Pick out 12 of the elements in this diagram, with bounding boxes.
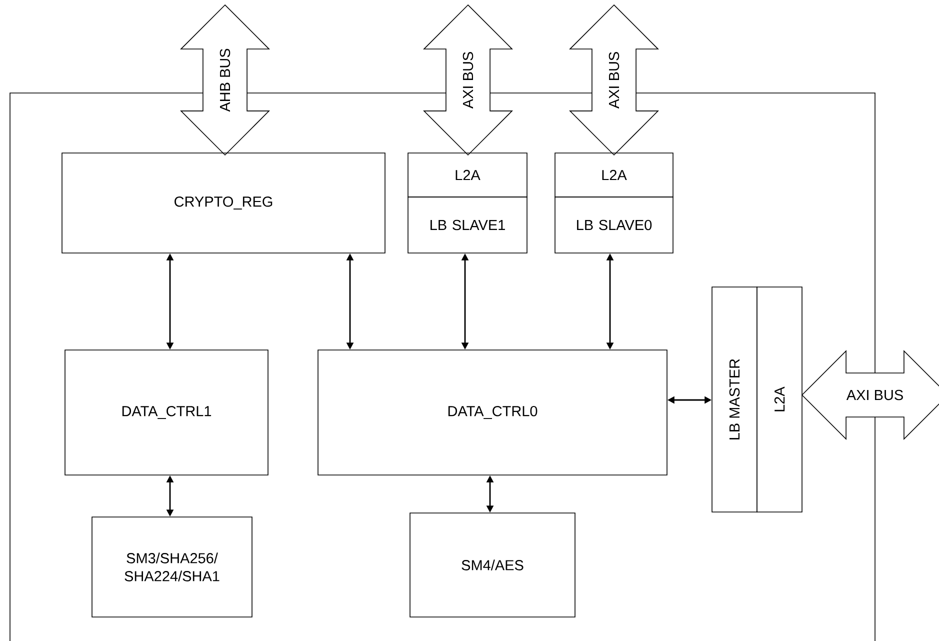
block-box: DATA_CTRL0	[318, 350, 668, 476]
node-label: AXI BUS	[846, 390, 903, 400]
block-box: L2A	[554, 152, 674, 198]
block-box: DATA_CTRL1	[64, 350, 268, 476]
block-box: L2A	[408, 152, 528, 198]
block-box: CRYPTO_REG	[62, 152, 386, 254]
block-box: LB MASTER	[712, 286, 758, 512]
block-box: L2A	[756, 286, 802, 512]
block-box: LB SLAVE0	[554, 196, 674, 254]
block-box: LB SLAVE1	[408, 196, 528, 254]
block-box: SM4/AES	[410, 512, 576, 618]
block-box: SM3/SHA256/ SHA224/SHA1	[92, 516, 252, 618]
